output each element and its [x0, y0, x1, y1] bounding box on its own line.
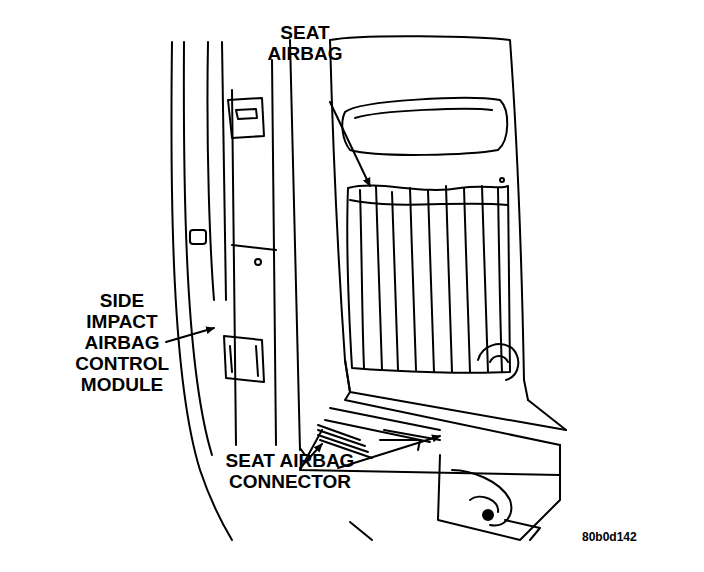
figure-code: 80b0d142	[582, 530, 637, 544]
part-label: SEAT AIRBAG CONNECTOR	[203, 450, 378, 492]
part-label: SEAT AIRBAG	[268, 22, 343, 64]
part-label: SIDE IMPACT AIRBAG CONTROL MODULE	[75, 290, 169, 395]
